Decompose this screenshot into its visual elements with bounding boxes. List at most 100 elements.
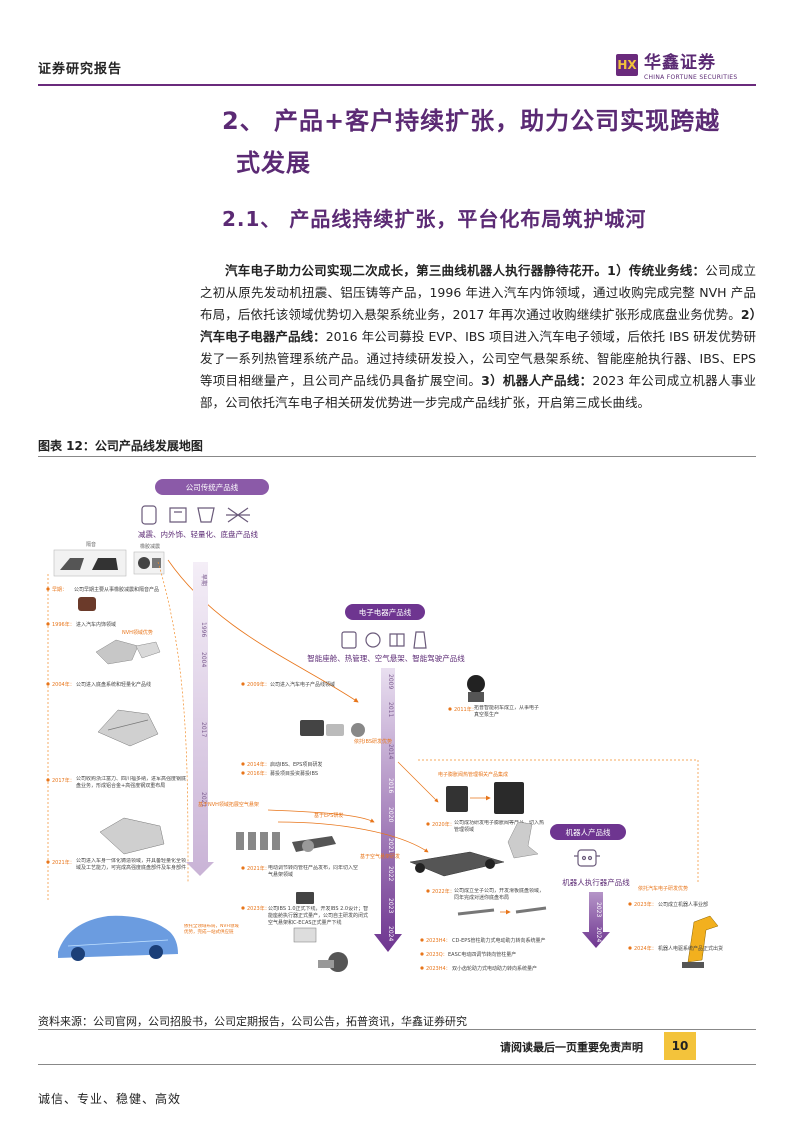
event-left-3-text: 公司收购浙江富力、四川福多纳，进军高强度钢底盘业务，形成铝合金+高强度钢双重布局 [76, 776, 186, 789]
year-mid-4: 2020 [387, 807, 394, 822]
robot-line-label: 机器人产品线 [566, 827, 611, 837]
event-mid-9-text: EASC电动四调节转向管柱量产 [448, 951, 516, 958]
event-mid-0-year: 2009年： [247, 681, 270, 688]
event-right-1-year: 2024年： [634, 945, 657, 952]
traditional-line-caption: 减震、内外饰、轻量化、底盘产品线 [138, 529, 258, 539]
electronics-product-icons [341, 631, 427, 649]
event-left-3-year: 2017年： [52, 777, 75, 784]
sound-insulation-part [60, 558, 84, 570]
interior-part-image [78, 597, 96, 611]
para-part1: 公司成立之初从原先发动机扭震、铝压铸等产品，1996 年进入汽车内饰领域，通过收… [200, 263, 756, 322]
event-mid-0-text: 公司进入汽车电子产品线领域 [270, 681, 335, 688]
electronics-timeline-arrow [374, 668, 402, 952]
figure-title-divider [38, 456, 756, 457]
year-mid-6: 2022 [387, 866, 394, 881]
year-right-1: 2024 [595, 927, 602, 942]
year-right-0: 2023 [595, 902, 602, 917]
event-mid-1-year: 2011年： [454, 706, 477, 713]
body-casting-image [99, 817, 165, 855]
report-type-label: 证券研究报告 [38, 62, 123, 77]
year-mid-1: 2011 [387, 702, 394, 717]
year-left-0: 早期 [200, 574, 208, 586]
event-mid-8-text: CD-EPS管柱助力式电动助力转向系统量产 [452, 937, 546, 944]
header-divider [38, 84, 756, 86]
event-right-0-year: 2023年： [634, 901, 657, 908]
logo-name-cn: 华鑫证券 [644, 53, 716, 73]
event-mid-9-year: 2023Q： [426, 952, 448, 958]
company-slogan: 诚信、专业、稳健、高效 [38, 1092, 182, 1106]
year-mid-2: 2014 [387, 744, 394, 759]
para-bold2: 2）汽车电子电器产品线： [200, 307, 756, 344]
logo-name-en: CHINA FORTUNE SECURITIES [644, 74, 738, 81]
note-nvh-advantage: NVH领域优势 [122, 629, 153, 636]
event-mid-5-text: 电动调节转向管柱产品发布，同年切入空气悬架领域 [268, 865, 359, 878]
lightweight-part-icon [197, 507, 215, 523]
note-nvh-suspension: 基于NVH领域拓展空气悬架 [198, 801, 259, 808]
body-paragraph: 汽车电子助力公司实现二次成长，第三曲线机器人执行器静待花开。1）传统业务线：公司… [200, 260, 756, 414]
event-mid-2-text: 启动IBS、EPS项目研发 [270, 761, 322, 768]
robot-line-pill [550, 824, 626, 840]
event-mid-2-year: 2014年： [247, 761, 270, 768]
note-bottom-left: 依托全领域布局，NVH领域优势，完成一站式供应链 [184, 924, 239, 935]
page-number: 10 [664, 1032, 696, 1060]
event-mid-5-year: 2021年： [247, 865, 270, 872]
thermal-icon [365, 632, 381, 648]
traditional-line-label: 公司传统产品线 [186, 482, 239, 492]
event-left-1-year: 1996年： [52, 621, 75, 628]
robot-head-icon [574, 849, 600, 867]
robot-timeline-arrow [582, 892, 610, 948]
event-mid-4-year: 2020年： [432, 821, 455, 828]
image-label-insulation: 隔音 [86, 541, 96, 548]
year-left-4: 2021 [200, 792, 207, 807]
rubber-mount-part [138, 557, 150, 569]
chassis-icon [226, 507, 250, 523]
eps-rack-image [457, 906, 547, 916]
aluminum-chassis-image [95, 639, 161, 665]
para-part3: 2023 年公司成立机器人事业部，公司依托汽车电子相关研发优势进一步完成产品线扩… [200, 373, 756, 410]
electronics-line-pill [345, 604, 425, 620]
steel-subframe-image [97, 709, 159, 747]
trim-part [92, 558, 118, 570]
event-mid-3-year: 2016年： [247, 770, 270, 777]
robot-line-caption: 机器人执行器产品线 [562, 877, 630, 887]
source-divider [38, 1029, 756, 1030]
note-robot: 依托汽车电子研发优势 [638, 885, 688, 892]
image-label-rubber: 橡胶减震 [140, 543, 160, 550]
event-left-4-year: 2021年： [52, 859, 75, 866]
cockpit-icon [341, 631, 357, 649]
event-mid-8-year: 2023H4： [426, 938, 451, 944]
note-ibs: 依托IBS研发优势 [354, 738, 392, 745]
note-eps: 基于EPS研发 [314, 812, 343, 819]
air-spring-image [236, 832, 280, 850]
ibs-unit-image [293, 892, 317, 943]
figure-source: 资料来源：公司官网，公司招股书，公司定期报告，公司公告，拓普资讯，华鑫证券研究 [38, 1015, 467, 1028]
event-mid-4-text: 公司成功研发电子膨胀阀等产品，切入热管理领域 [454, 820, 544, 833]
robot-arm-image [682, 915, 719, 968]
seat-actuator-image [507, 821, 539, 859]
year-mid-3: 2016 [387, 778, 394, 793]
thermal-module-image [446, 782, 524, 814]
note-suspension-rd: 基于空气悬架研发 [360, 853, 400, 860]
traditional-timeline-arrow [186, 562, 214, 876]
event-mid-7-year: 2023年： [247, 905, 270, 912]
product-roadmap-figure: 公司传统产品线 减震、内外饰、轻量化、底盘产品线 隔音 橡胶减震 早期 1996… [38, 462, 756, 1010]
event-mid-6-text: 公司成立全子公司，开发滑板底盘领域，同年完成对迷你底盘布局 [454, 888, 544, 901]
shock-absorber-icon [141, 505, 157, 525]
event-right-0-text: 公司成立机器人事业部 [658, 901, 708, 908]
air-suspension-icon [389, 633, 405, 647]
vacuum-pump-image [467, 675, 485, 702]
skateboard-chassis-image [409, 851, 505, 877]
subsection-heading: 2.1、 产品线持续扩张，平台化布局筑护城河 [222, 207, 647, 231]
traditional-product-icons [141, 505, 250, 525]
adas-icon [413, 631, 427, 649]
event-left-0-text: 公司早期主要从事橡胶减震和隔音产品 [74, 586, 159, 593]
year-left-1: 1996 [200, 622, 207, 637]
column-motor-image [318, 952, 348, 972]
section-heading: 2、 产品+客户持续扩张，助力公司实现跨越 式发展 [222, 100, 762, 184]
year-mid-5: 2021 [387, 838, 394, 853]
event-left-0-year: 早期： [52, 587, 67, 593]
year-mid-8: 2024 [387, 926, 394, 941]
year-left-2: 2004 [200, 652, 207, 667]
event-mid-6-year: 2022年： [432, 888, 455, 895]
brand-logo: HX 华鑫证券 CHINA FORTUNE SECURITIES [616, 48, 737, 81]
